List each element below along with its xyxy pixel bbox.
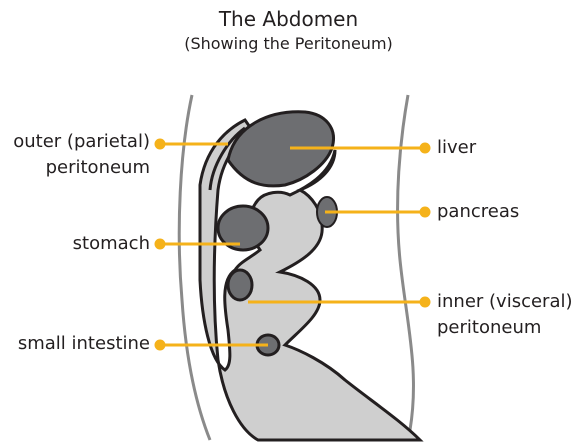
label-pancreas: pancreas: [437, 200, 519, 224]
intestine-loop-upper: [228, 270, 252, 300]
label-inner-peritoneum-line1: inner (visceral): [437, 290, 573, 314]
label-outer-peritoneum-line2: peritoneum: [46, 156, 150, 180]
label-small-intestine: small intestine: [18, 332, 150, 356]
label-outer-peritoneum-line1: outer (parietal): [13, 130, 150, 154]
front-body-wall: [398, 95, 414, 430]
label-liver: liver: [437, 136, 476, 160]
label-inner-peritoneum-line2: peritoneum: [437, 316, 541, 340]
label-stomach: stomach: [73, 232, 150, 256]
